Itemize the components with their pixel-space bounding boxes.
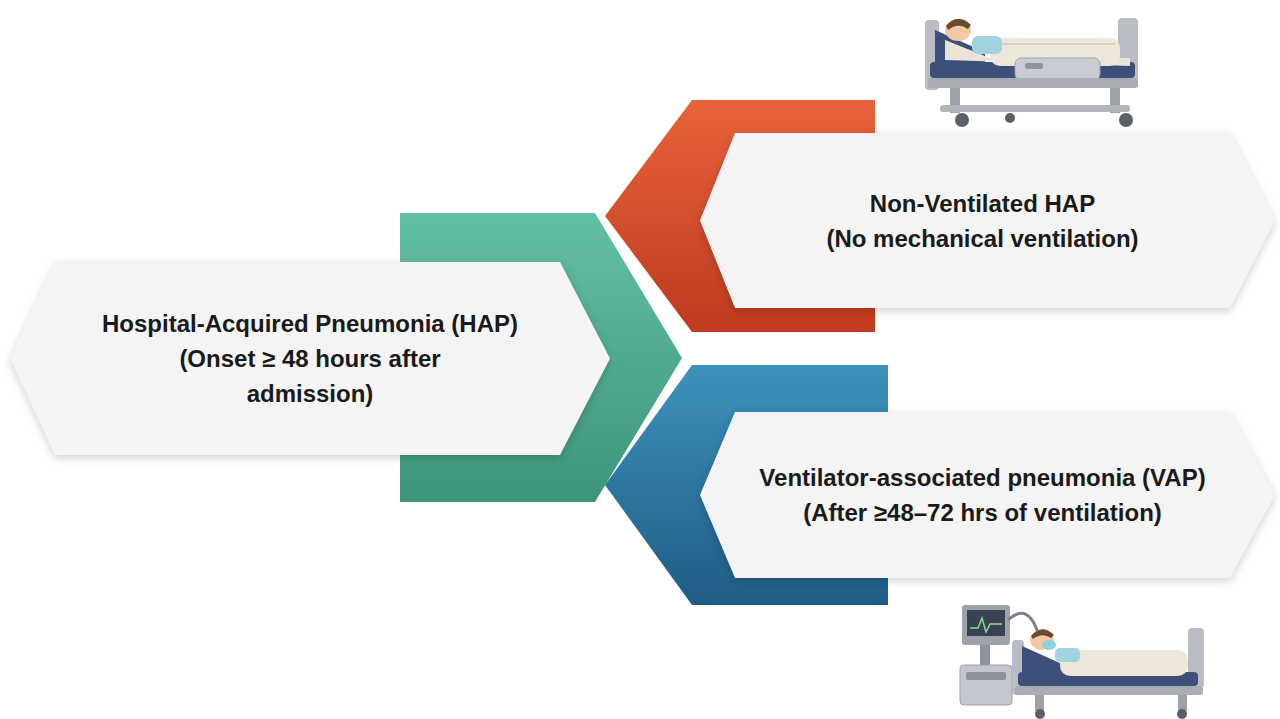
band-outline (700, 412, 1275, 578)
category-criterion: (After ≥48–72 hrs of ventilation) (803, 495, 1162, 530)
category-criterion: (Onset ≥ 48 hours after admission) (145, 341, 475, 411)
pneumonia-category-band: Hospital-Acquired Pneumonia (HAP)(Onset … (10, 262, 610, 455)
pneumonia-category-band: Non-Ventilated HAP(No mechanical ventila… (700, 133, 1275, 308)
ventilator-bed-icon (960, 605, 1204, 719)
category-title: Hospital-Acquired Pneumonia (HAP) (102, 306, 518, 341)
category-title: Non-Ventilated HAP (870, 186, 1095, 221)
category-title: Ventilator-associated pneumonia (VAP) (759, 460, 1205, 495)
category-criterion: (No mechanical ventilation) (826, 221, 1138, 256)
pneumonia-category-band: Ventilator-associated pneumonia (VAP)(Af… (700, 412, 1275, 578)
band-outline (700, 133, 1275, 308)
hospital-bed-icon (925, 18, 1138, 127)
